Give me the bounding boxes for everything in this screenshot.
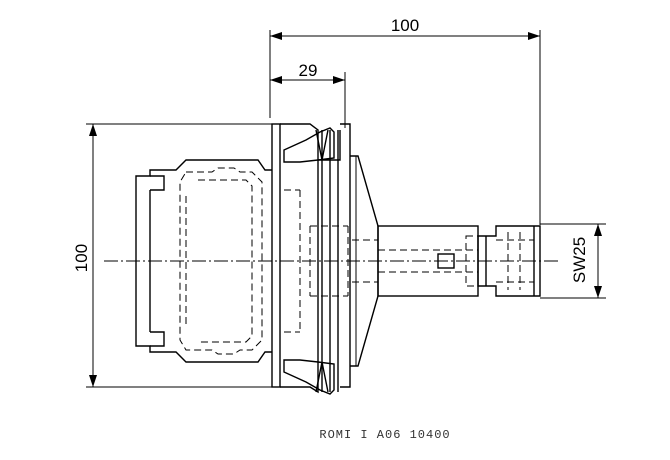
tool-holder-body [135,159,272,363]
flange-length-label: 29 [299,61,318,80]
collet-nut [477,225,541,297]
dimension-flange-length: 29 [270,61,346,128]
body-diameter-label: 100 [72,244,91,272]
dimension-body-diameter: 100 [72,123,272,388]
flange [271,123,351,395]
dimension-overall-length: 100 [269,16,541,225]
overall-length-label: 100 [391,16,419,35]
wrench-size-label: SW25 [570,237,589,283]
dimension-wrench-size: SW25 [540,223,606,299]
drawing-caption: ROMI I A06 10400 [319,428,450,442]
